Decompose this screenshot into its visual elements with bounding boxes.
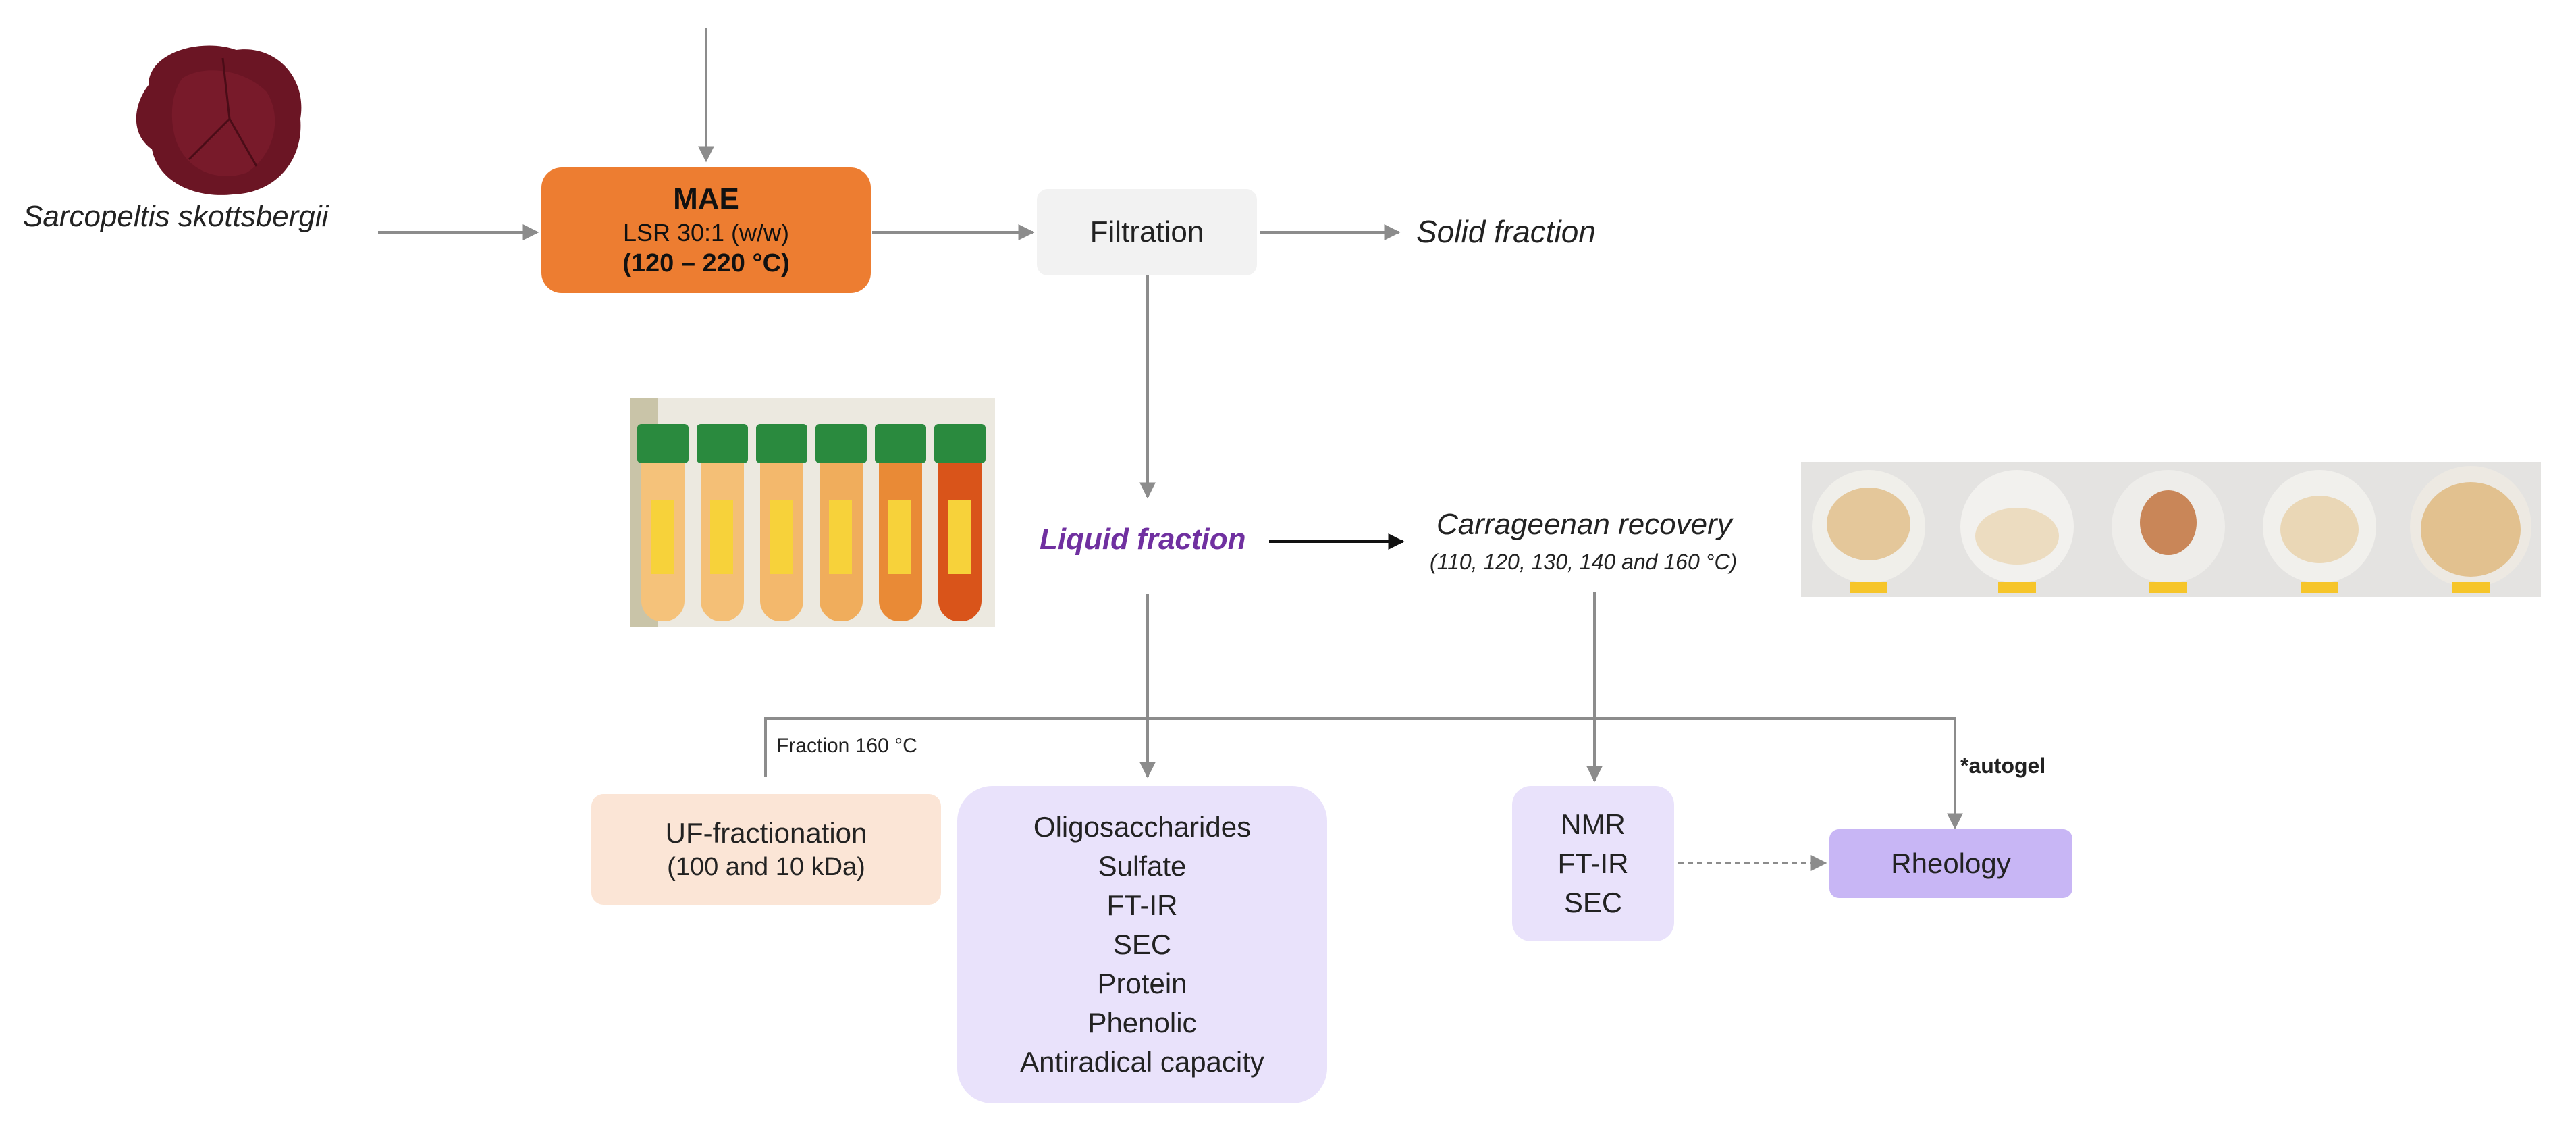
analysis-item: Sulfate — [1098, 850, 1187, 882]
autogel-note: *autogel — [1960, 754, 2046, 778]
carrageenan-analyses-box: NMR FT-IR SEC — [1512, 786, 1674, 941]
uf-fractionation-box: UF-fractionation (100 and 10 kDa) — [591, 794, 941, 905]
species-label: Sarcopeltis skottsbergii — [23, 200, 329, 233]
mae-box: MAE LSR 30:1 (w/w) (120 – 220 °C) — [541, 167, 871, 293]
analysis-item: Oligosaccharides — [1033, 811, 1252, 843]
seaweed-image — [136, 45, 302, 195]
liquid-analyses-box: Oligosaccharides Sulfate FT-IR SEC Prote… — [957, 786, 1327, 1103]
fraction-160-note: Fraction 160 °C — [776, 735, 917, 757]
analysis-item: SEC — [1112, 928, 1172, 960]
analysis-item: FT-IR — [1106, 889, 1178, 921]
carrageenan-analysis-item: SEC — [1563, 887, 1623, 918]
carrageenan-gels-image — [1801, 462, 2541, 597]
test-tubes-image — [630, 398, 995, 627]
rheology-box: Rheology — [1829, 829, 2072, 898]
analysis-item: Protein — [1097, 968, 1187, 999]
mae-ratio: LSR 30:1 (w/w) — [622, 219, 790, 247]
filtration-label: Filtration — [1090, 215, 1204, 248]
carrageenan-temperatures: (110, 120, 130, 140 and 160 °C) — [1430, 550, 1738, 574]
mae-title: MAE — [673, 182, 739, 216]
carrageenan-analysis-item: NMR — [1561, 808, 1626, 840]
carrageenan-analysis-item: FT-IR — [1557, 847, 1629, 879]
branch-bus — [764, 717, 1963, 830]
uf-title: UF-fractionation — [665, 817, 867, 849]
analysis-item: Phenolic — [1088, 1007, 1197, 1039]
analysis-item: Antiradical capacity — [1020, 1046, 1264, 1078]
carrageenan-recovery-label: Carrageenan recovery — [1437, 508, 1732, 541]
solid-fraction-label: Solid fraction — [1416, 214, 1596, 249]
filtration-box: Filtration — [1037, 189, 1257, 275]
mae-temperature: (120 – 220 °C) — [622, 249, 790, 278]
uf-cutoffs: (100 and 10 kDa) — [667, 852, 865, 881]
liquid-fraction-label: Liquid fraction — [1040, 523, 1246, 556]
rheology-label: Rheology — [1891, 847, 2011, 879]
